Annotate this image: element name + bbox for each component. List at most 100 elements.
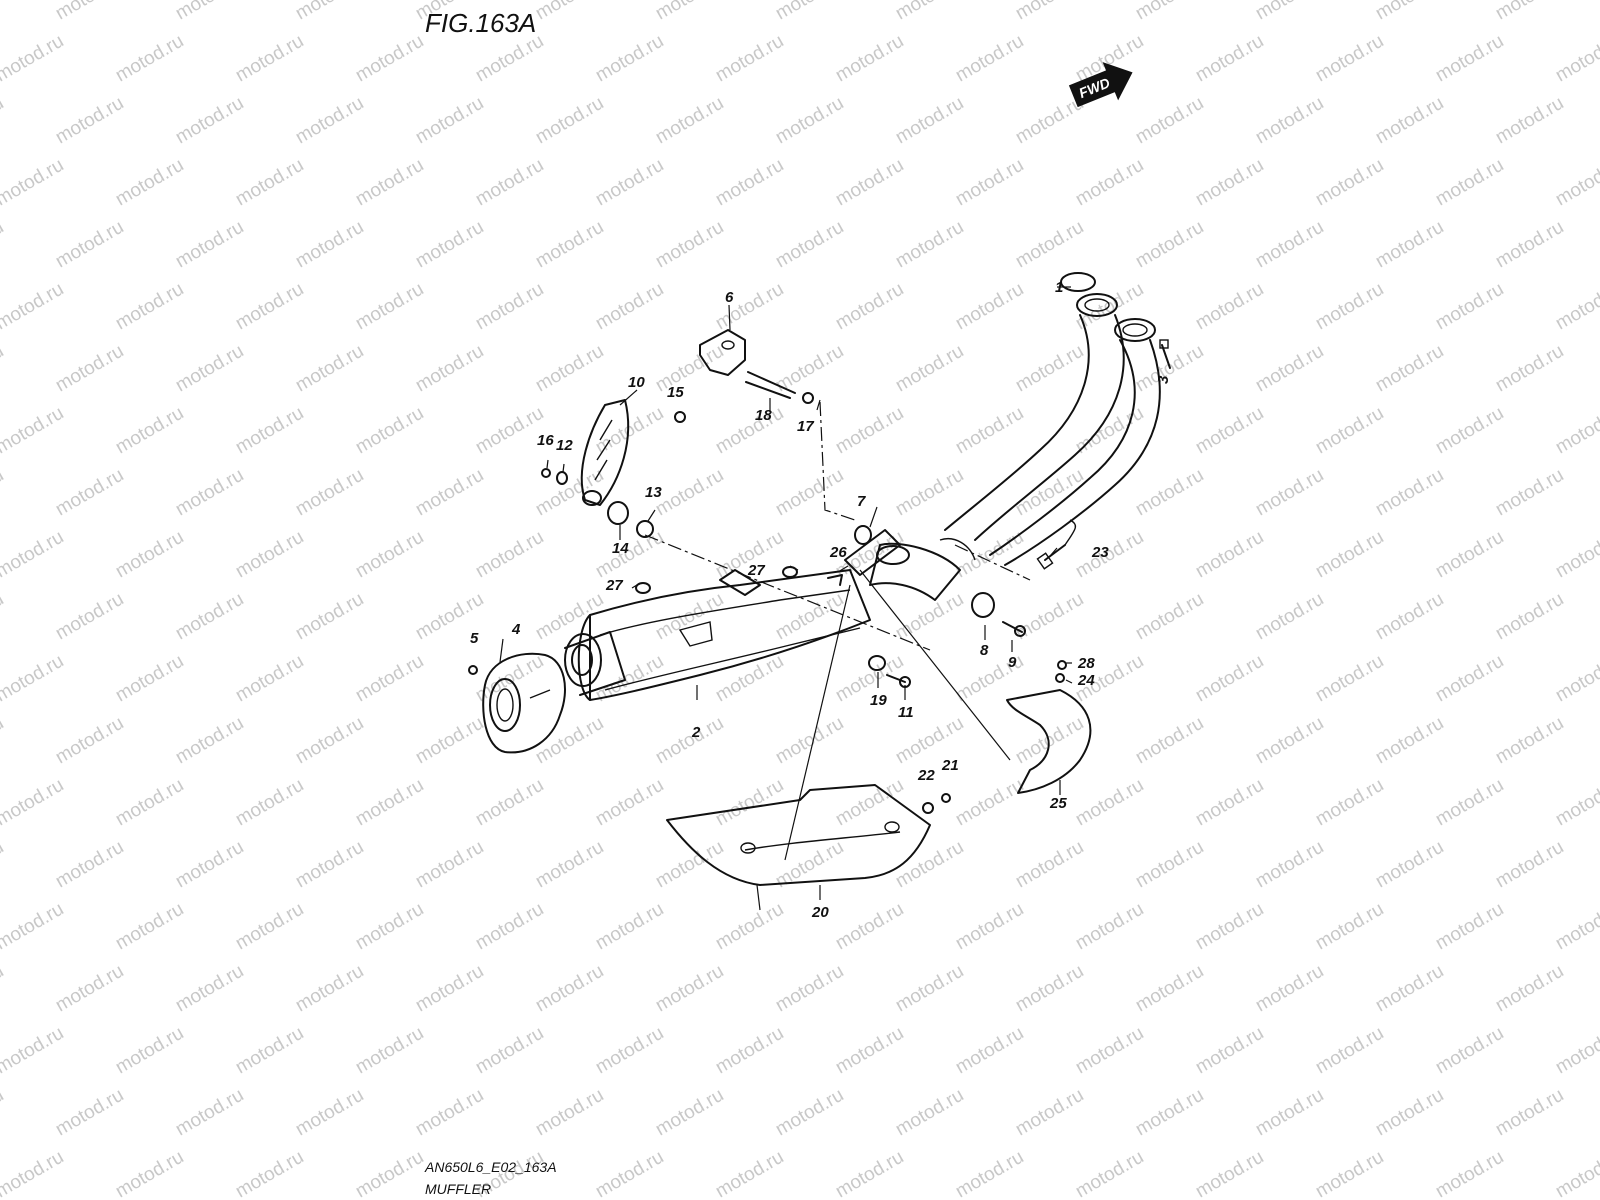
watermark-text: motod.ru (892, 341, 967, 397)
watermark-text: motod.ru (1252, 465, 1327, 521)
watermark-text: motod.ru (1012, 217, 1087, 273)
watermark-text: motod.ru (592, 775, 667, 831)
watermark-text: motod.ru (412, 217, 487, 273)
figure-name: MUFFLER (425, 1181, 491, 1197)
watermark-text: motod.ru (292, 341, 367, 397)
watermark-text: motod.ru (772, 1085, 847, 1141)
watermark-text: motod.ru (1372, 217, 1447, 273)
watermark-text: motod.ru (352, 31, 427, 87)
watermark-text: motod.ru (1432, 1147, 1507, 1200)
watermark-text: motod.ru (1192, 279, 1267, 335)
watermark-text: motod.ru (1552, 155, 1600, 211)
watermark-text: motod.ru (112, 651, 187, 707)
watermark-text: motod.ru (1132, 217, 1207, 273)
watermark-text: motod.ru (712, 1147, 787, 1200)
watermark-text: motod.ru (1552, 651, 1600, 707)
watermark-text: motod.ru (292, 837, 367, 893)
part-ref-23: 23 (1091, 544, 1109, 561)
watermark-text: motod.ru (1492, 589, 1567, 645)
watermark-text: motod.ru (1552, 775, 1600, 831)
watermark-text: motod.ru (952, 775, 1027, 831)
watermark-text: motod.ru (112, 31, 187, 87)
part-ref-4: 4 (511, 621, 521, 638)
watermark-text: motod.ru (1132, 0, 1207, 24)
watermark-text: motod.ru (1312, 1147, 1387, 1200)
watermark-text: motod.ru (712, 279, 787, 335)
watermark-text: motod.ru (1492, 93, 1567, 149)
watermark-text: motod.ru (1432, 527, 1507, 583)
heat-shield-lower-drawing (666, 784, 931, 886)
part-ref-18: 18 (755, 407, 772, 424)
watermark-text: motod.ru (1192, 651, 1267, 707)
watermark-text: motod.ru (52, 465, 127, 521)
watermark-text: motod.ru (1492, 341, 1567, 397)
watermark-text: motod.ru (952, 279, 1027, 335)
watermark-text: motod.ru (232, 899, 307, 955)
watermark-text: motod.ru (52, 961, 127, 1017)
watermark-text: motod.ru (472, 403, 547, 459)
part-ref-3: 3 (1155, 375, 1172, 384)
watermark-text: motod.ru (1312, 279, 1387, 335)
watermark-text: motod.ru (472, 527, 547, 583)
watermark-text: motod.ru (0, 217, 7, 273)
watermark-text: motod.ru (1372, 341, 1447, 397)
part-ref-27-right: 27 (747, 562, 765, 579)
watermark-text: motod.ru (352, 403, 427, 459)
watermark-text: motod.ru (112, 403, 187, 459)
watermark-text: motod.ru (592, 1023, 667, 1079)
watermark-text: motod.ru (172, 1085, 247, 1141)
watermark-text: motod.ru (112, 527, 187, 583)
watermark-text: motod.ru (1012, 341, 1087, 397)
watermark-text: motod.ru (412, 961, 487, 1017)
watermark-text: motod.ru (412, 341, 487, 397)
watermark-text: motod.ru (652, 93, 727, 149)
watermark-text: motod.ru (1072, 527, 1147, 583)
watermark-text: motod.ru (712, 155, 787, 211)
watermark-text: motod.ru (0, 837, 7, 893)
watermark-text: motod.ru (1132, 713, 1207, 769)
watermark-text: motod.ru (52, 1085, 127, 1141)
watermark-text: motod.ru (592, 1147, 667, 1200)
watermark-text: motod.ru (232, 403, 307, 459)
watermark-text: motod.ru (532, 0, 607, 24)
watermark-text: motod.ru (1492, 961, 1567, 1017)
watermark-text: motod.ru (1192, 899, 1267, 955)
watermark-text: motod.ru (112, 899, 187, 955)
watermark-text: motod.ru (1072, 1023, 1147, 1079)
watermark-text: motod.ru (1072, 155, 1147, 211)
watermark-text: motod.ru (1492, 465, 1567, 521)
watermark-text: motod.ru (1252, 217, 1327, 273)
watermark-text: motod.ru (292, 465, 367, 521)
watermark-text: motod.ru (1012, 0, 1087, 24)
part-ref-22: 22 (917, 767, 935, 784)
watermark-text: motod.ru (1492, 837, 1567, 893)
watermark-text: motod.ru (652, 0, 727, 24)
watermark-text: motod.ru (952, 31, 1027, 87)
watermark-text: motod.ru (832, 899, 907, 955)
rear-bracket-drawing (580, 399, 630, 506)
watermark-text: motod.ru (472, 1023, 547, 1079)
watermark-text: motod.ru (1432, 279, 1507, 335)
watermark-text: motod.ru (292, 1085, 367, 1141)
watermark-text: motod.ru (112, 155, 187, 211)
watermark-text: motod.ru (232, 155, 307, 211)
watermark-text: motod.ru (0, 341, 7, 397)
watermark-text: motod.ru (772, 217, 847, 273)
watermark-text: motod.ru (1132, 961, 1207, 1017)
part-ref-5: 5 (470, 630, 479, 647)
watermark-text: motod.ru (0, 899, 67, 955)
watermark-text: motod.ru (172, 837, 247, 893)
watermark-text: motod.ru (712, 1023, 787, 1079)
watermark-text: motod.ru (352, 155, 427, 211)
watermark-text: motod.ru (1492, 217, 1567, 273)
watermark-text: motod.ru (172, 93, 247, 149)
watermark-text: motod.ru (472, 155, 547, 211)
end-cap-drawing (482, 652, 566, 754)
watermark-text: motod.ru (1432, 899, 1507, 955)
watermark-text: motod.ru (532, 217, 607, 273)
watermark-text: motod.ru (1312, 651, 1387, 707)
watermark-text: motod.ru (832, 1147, 907, 1200)
watermark-text: motod.ru (52, 589, 127, 645)
watermark-text: motod.ru (1372, 1085, 1447, 1141)
